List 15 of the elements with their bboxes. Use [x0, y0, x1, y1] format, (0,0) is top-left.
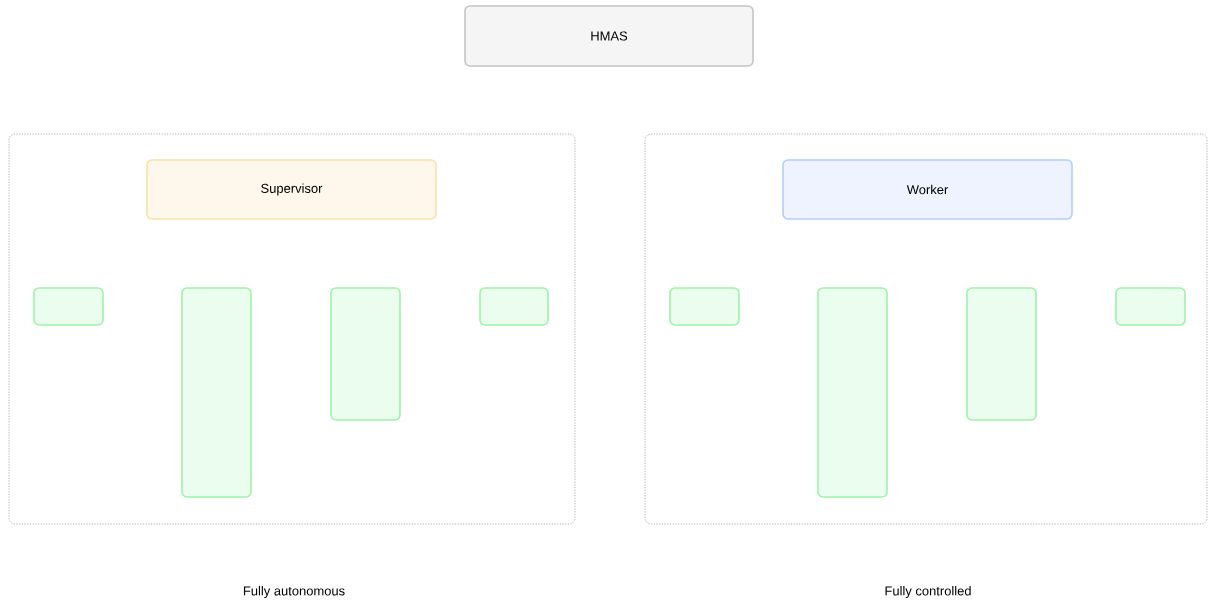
title-box: HMAS: [464, 5, 754, 67]
empty-box: [669, 287, 740, 326]
empty-box: [1115, 287, 1186, 326]
panel-caption: Fully autonomous: [243, 585, 345, 599]
dashed-panel: [8, 133, 576, 525]
empty-box: [479, 287, 549, 326]
empty-box: [181, 287, 252, 498]
panel-caption: Fully controlled: [885, 585, 971, 599]
empty-box: [966, 287, 1037, 421]
empty-box: [817, 287, 888, 498]
dashed-panel: [644, 133, 1208, 525]
role-box: Supervisor: [146, 159, 437, 220]
empty-box: [330, 287, 401, 421]
role-box: Worker: [782, 159, 1073, 220]
empty-box: [33, 287, 104, 326]
